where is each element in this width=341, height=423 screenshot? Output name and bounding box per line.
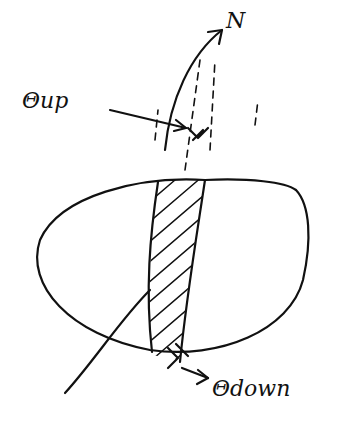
dashed-line — [255, 100, 258, 125]
angle-label: Θup — [22, 90, 68, 112]
angle-label: Θdown — [212, 378, 290, 400]
meridian — [180, 180, 205, 362]
dashed-line — [210, 60, 215, 150]
north-label: N — [226, 10, 245, 32]
globe-outline — [37, 179, 308, 351]
strip-edge — [149, 182, 158, 352]
angle-mark — [188, 128, 208, 140]
pointer — [110, 110, 186, 128]
arrowhead — [197, 370, 208, 384]
pointer — [182, 368, 208, 378]
north-arrow — [165, 30, 222, 150]
angle-mark — [168, 344, 188, 368]
dashed-line — [155, 110, 158, 140]
hatching — [140, 150, 210, 410]
arrowhead — [208, 30, 222, 44]
arrowhead — [174, 120, 186, 131]
leader-line — [65, 290, 150, 393]
dashed-line — [185, 60, 200, 170]
